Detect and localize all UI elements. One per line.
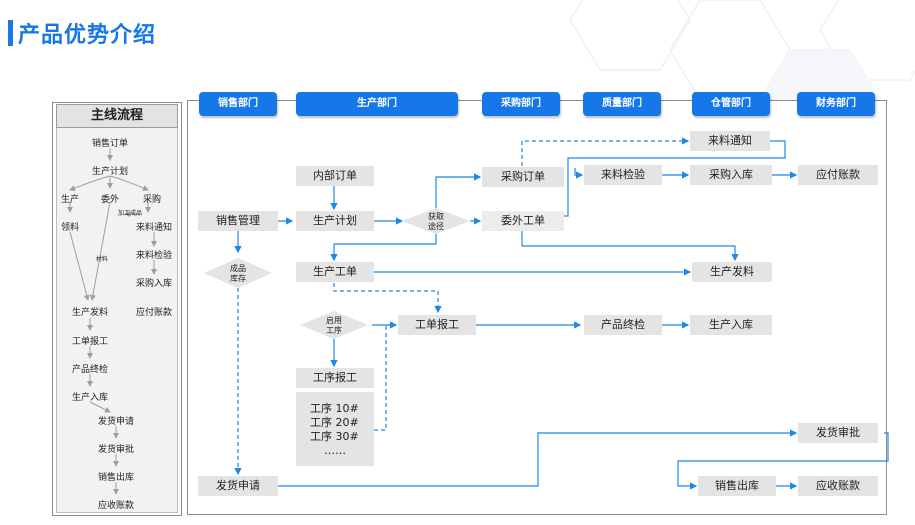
side-incoming-inspect: 来料检验 bbox=[135, 251, 173, 261]
final-inspect-box: 产品终检 bbox=[584, 315, 662, 335]
process-steps-box: 工序 10# 工序 20# 工序 30# …… bbox=[296, 392, 374, 466]
side-final-inspect: 产品终检 bbox=[71, 365, 109, 375]
stock-decision-label: 成品 库存 bbox=[230, 264, 246, 283]
enable-process-label: 启用 工序 bbox=[326, 316, 342, 335]
side-receivable: 应收账款 bbox=[97, 501, 135, 511]
dept-quality: 质量部门 bbox=[583, 92, 661, 116]
title-accent-bar bbox=[8, 20, 13, 46]
purchase-instock-box: 采购入库 bbox=[690, 165, 772, 185]
work-report-box: 工单报工 bbox=[398, 315, 476, 335]
sales-mgmt-box: 销售管理 bbox=[198, 211, 278, 231]
prod-issue-box: 生产发料 bbox=[692, 262, 772, 282]
process-step-10: 工序 10# bbox=[310, 402, 359, 415]
process-step-30: 工序 30# bbox=[310, 430, 359, 443]
process-step-20: 工序 20# bbox=[310, 416, 359, 429]
outsource-order-box: 委外工单 bbox=[482, 211, 564, 231]
side-purchase: 采购 bbox=[142, 195, 162, 205]
payable-box: 应付账款 bbox=[798, 165, 878, 185]
ship-approval-box: 发货审批 bbox=[798, 423, 878, 443]
process-report-box: 工序报工 bbox=[296, 368, 374, 388]
side-prod-instock: 生产入库 bbox=[71, 393, 109, 403]
dept-purchasing: 采购部门 bbox=[482, 92, 560, 116]
main-flow-heading: 主线流程 bbox=[56, 104, 178, 128]
dept-finance: 财务部门 bbox=[797, 92, 875, 116]
side-prod-issue: 生产发料 bbox=[71, 308, 109, 318]
dept-warehouse: 仓管部门 bbox=[692, 92, 770, 116]
purchase-order-box: 采购订单 bbox=[482, 167, 564, 187]
side-sales-order: 销售订单 bbox=[91, 139, 129, 149]
dept-sales: 销售部门 bbox=[199, 92, 277, 116]
process-step-more: …… bbox=[324, 444, 346, 457]
sales-outstock-box: 销售出库 bbox=[698, 476, 776, 496]
side-ship-request: 发货申请 bbox=[97, 417, 135, 427]
prod-plan-box: 生产计划 bbox=[296, 211, 374, 231]
incoming-inspect-box: 来料检验 bbox=[584, 165, 662, 185]
acquire-decision-label: 获取 途径 bbox=[428, 212, 444, 231]
side-material-pick: 领料 bbox=[60, 223, 80, 233]
main-flow-body bbox=[56, 126, 178, 513]
side-purchase-instock: 采购入库 bbox=[135, 279, 173, 289]
ship-request-box: 发货申请 bbox=[198, 476, 278, 496]
side-ship-approval: 发货审批 bbox=[97, 445, 135, 455]
work-order-box: 生产工单 bbox=[296, 262, 374, 282]
dept-production: 生产部门 bbox=[296, 92, 458, 116]
internal-order-box: 内部订单 bbox=[296, 166, 374, 186]
receivable-box: 应收账款 bbox=[798, 476, 878, 496]
side-arrival-notice: 来料通知 bbox=[135, 223, 173, 233]
side-work-report: 工单报工 bbox=[71, 337, 109, 347]
side-production: 生产 bbox=[60, 195, 80, 205]
side-material: 材料 bbox=[95, 256, 109, 263]
side-outsource: 委外 bbox=[100, 195, 120, 205]
prod-instock-box: 生产入库 bbox=[690, 315, 772, 335]
side-processed-goods: 加工成品 bbox=[117, 210, 143, 217]
page-title: 产品优势介绍 bbox=[18, 23, 157, 48]
side-sales-outstock: 销售出库 bbox=[97, 473, 135, 483]
side-prod-plan: 生产计划 bbox=[91, 167, 129, 177]
arrival-notice-box: 来料通知 bbox=[690, 131, 770, 151]
side-payable: 应付账款 bbox=[135, 308, 173, 318]
